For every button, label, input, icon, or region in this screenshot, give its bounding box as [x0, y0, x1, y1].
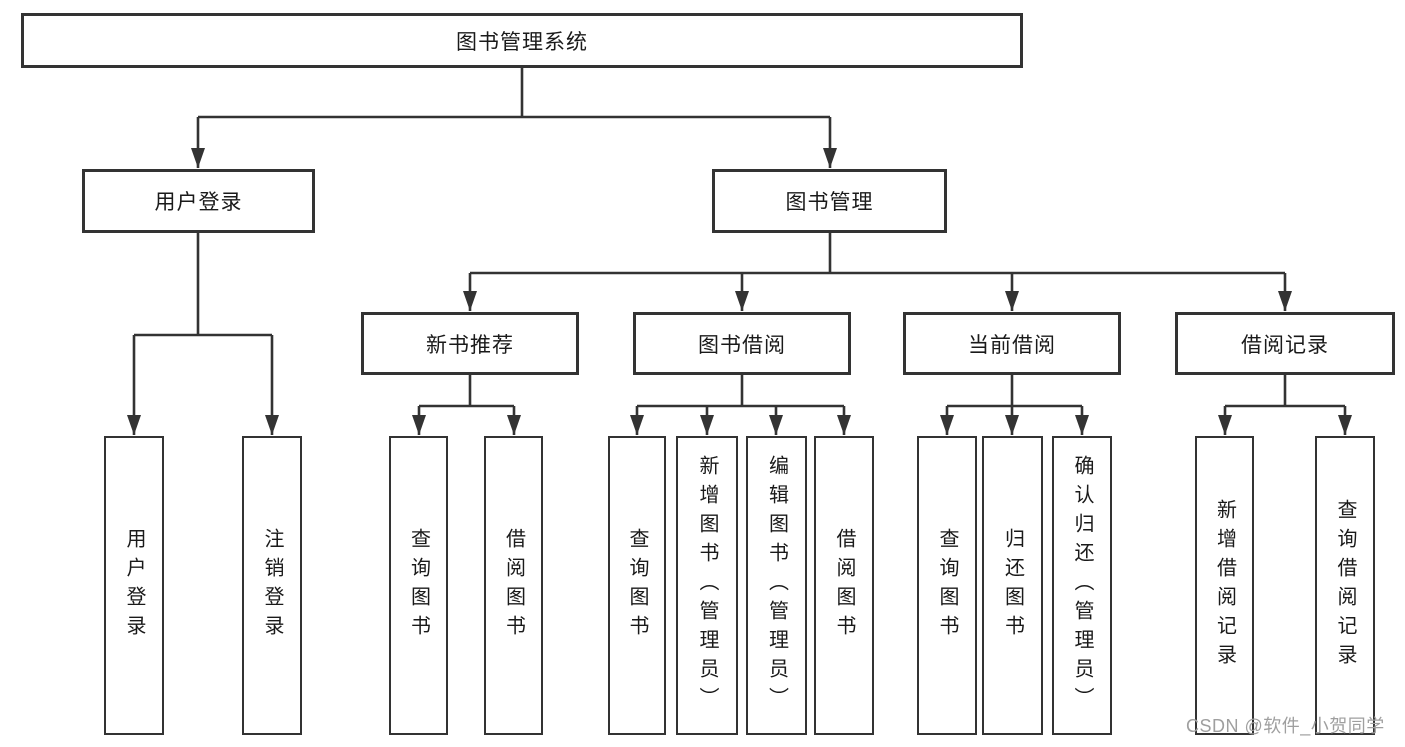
leaf-node-edit-books-admin: 编辑图书（管理员）: [746, 436, 807, 735]
leaf-node-logout: 注销登录: [242, 436, 302, 735]
leaf-node-query-books-recommend: 查询图书: [389, 436, 448, 735]
leaf-label: 归还图书: [1001, 527, 1024, 644]
node-borrow-record: 借阅记录: [1175, 312, 1395, 375]
leaf-node-add-borrow-record: 新增借阅记录: [1195, 436, 1254, 735]
leaf-node-query-books-borrow: 查询图书: [608, 436, 666, 735]
leaf-label: 新增图书（管理员）: [696, 455, 718, 716]
node-book-management: 图书管理: [712, 169, 947, 233]
leaf-node-query-borrow-record: 查询借阅记录: [1315, 436, 1375, 735]
leaf-label: 确认归还（管理员）: [1071, 455, 1093, 716]
node-new-book-recommend: 新书推荐: [361, 312, 579, 375]
leaf-label: 注销登录: [261, 527, 283, 644]
leaf-label: 用户登录: [123, 527, 145, 644]
leaf-label: 查询图书: [626, 527, 648, 644]
node-label: 图书管理: [785, 191, 874, 214]
leaf-label: 查询图书: [407, 527, 430, 644]
node-current-borrow: 当前借阅: [903, 312, 1121, 375]
leaf-label: 借阅图书: [502, 527, 525, 644]
node-book-borrow: 图书借阅: [633, 312, 851, 375]
leaf-node-confirm-return-admin: 确认归还（管理员）: [1052, 436, 1112, 735]
leaf-label: 借阅图书: [833, 527, 855, 644]
leaf-label: 编辑图书（管理员）: [765, 455, 788, 716]
leaf-label: 查询借阅记录: [1334, 498, 1356, 673]
leaf-node-borrow-books: 借阅图书: [814, 436, 874, 735]
node-library-management-system: 图书管理系统: [21, 13, 1023, 68]
leaf-node-user-login: 用户登录: [104, 436, 164, 735]
leaf-node-query-books-current: 查询图书: [917, 436, 977, 735]
csdn-watermark: CSDN @软件_小贺同学: [1186, 716, 1385, 736]
leaf-node-return-books: 归还图书: [982, 436, 1043, 735]
leaf-label: 新增借阅记录: [1213, 498, 1236, 673]
node-label: 用户登录: [154, 191, 243, 214]
leaf-label: 查询图书: [936, 527, 958, 644]
node-label: 图书借阅: [698, 333, 786, 357]
leaf-node-add-books-admin: 新增图书（管理员）: [676, 436, 738, 735]
node-label: 借阅记录: [1241, 333, 1329, 357]
node-label: 图书管理系统: [456, 30, 588, 54]
node-user-login: 用户登录: [82, 169, 315, 233]
node-label: 新书推荐: [426, 333, 514, 357]
node-label: 当前借阅: [968, 333, 1056, 357]
leaf-node-borrow-books-recommend: 借阅图书: [484, 436, 543, 735]
